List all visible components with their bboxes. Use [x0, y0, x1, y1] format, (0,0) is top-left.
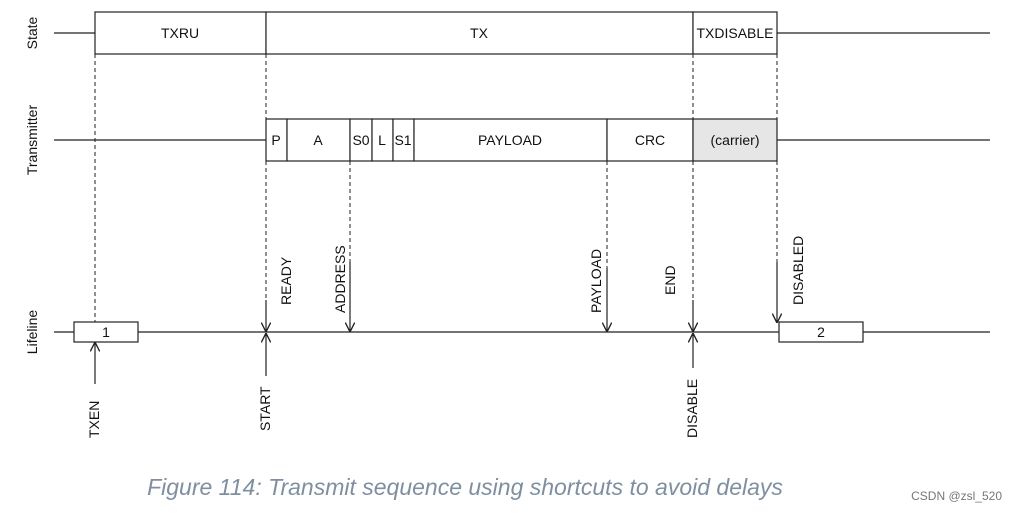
- field-label-carrier: (carrier): [711, 132, 760, 148]
- field-label-p: P: [271, 132, 280, 148]
- row-label-transmitter: Transmitter: [24, 105, 40, 176]
- field-crc: [606, 118, 694, 162]
- event-label-disabled: DISABLED: [790, 236, 806, 305]
- event-label-end: END: [662, 265, 678, 295]
- state-label-tx: TX: [470, 25, 489, 41]
- field-label-crc: CRC: [635, 132, 665, 148]
- state-box-tx: [265, 11, 694, 55]
- lifeline-label-1: 1: [102, 324, 110, 340]
- figure-caption: Figure 114: Transmit sequence using shor…: [147, 474, 783, 500]
- task-label-disable: DISABLE: [684, 379, 700, 438]
- field-label-payload: PAYLOAD: [478, 132, 542, 148]
- event-label-payload: PAYLOAD: [588, 249, 604, 313]
- field-carrier: [692, 118, 778, 162]
- field-label-a: A: [313, 132, 323, 148]
- state-box-txdisable: [692, 11, 778, 55]
- row-label-lifeline: Lifeline: [24, 310, 40, 355]
- state-label-txru: TXRU: [161, 25, 199, 41]
- task-label-start: START: [257, 386, 273, 431]
- task-label-txen: TXEN: [86, 401, 102, 438]
- watermark: CSDN @zsl_520: [911, 489, 1002, 503]
- event-label-address: ADDRESS: [332, 245, 348, 313]
- lifeline-label-2: 2: [817, 324, 825, 340]
- lifeline-box-1: [73, 321, 139, 343]
- field-a: [286, 118, 351, 162]
- lifeline-box-2: [778, 321, 864, 343]
- field-label-s1: S1: [394, 132, 411, 148]
- event-label-ready: READY: [278, 256, 294, 305]
- field-label-l: L: [378, 132, 386, 148]
- row-label-state: State: [24, 16, 40, 49]
- field-payload: [413, 118, 608, 162]
- state-label-txdisable: TXDISABLE: [696, 25, 773, 41]
- field-label-s0: S0: [352, 132, 369, 148]
